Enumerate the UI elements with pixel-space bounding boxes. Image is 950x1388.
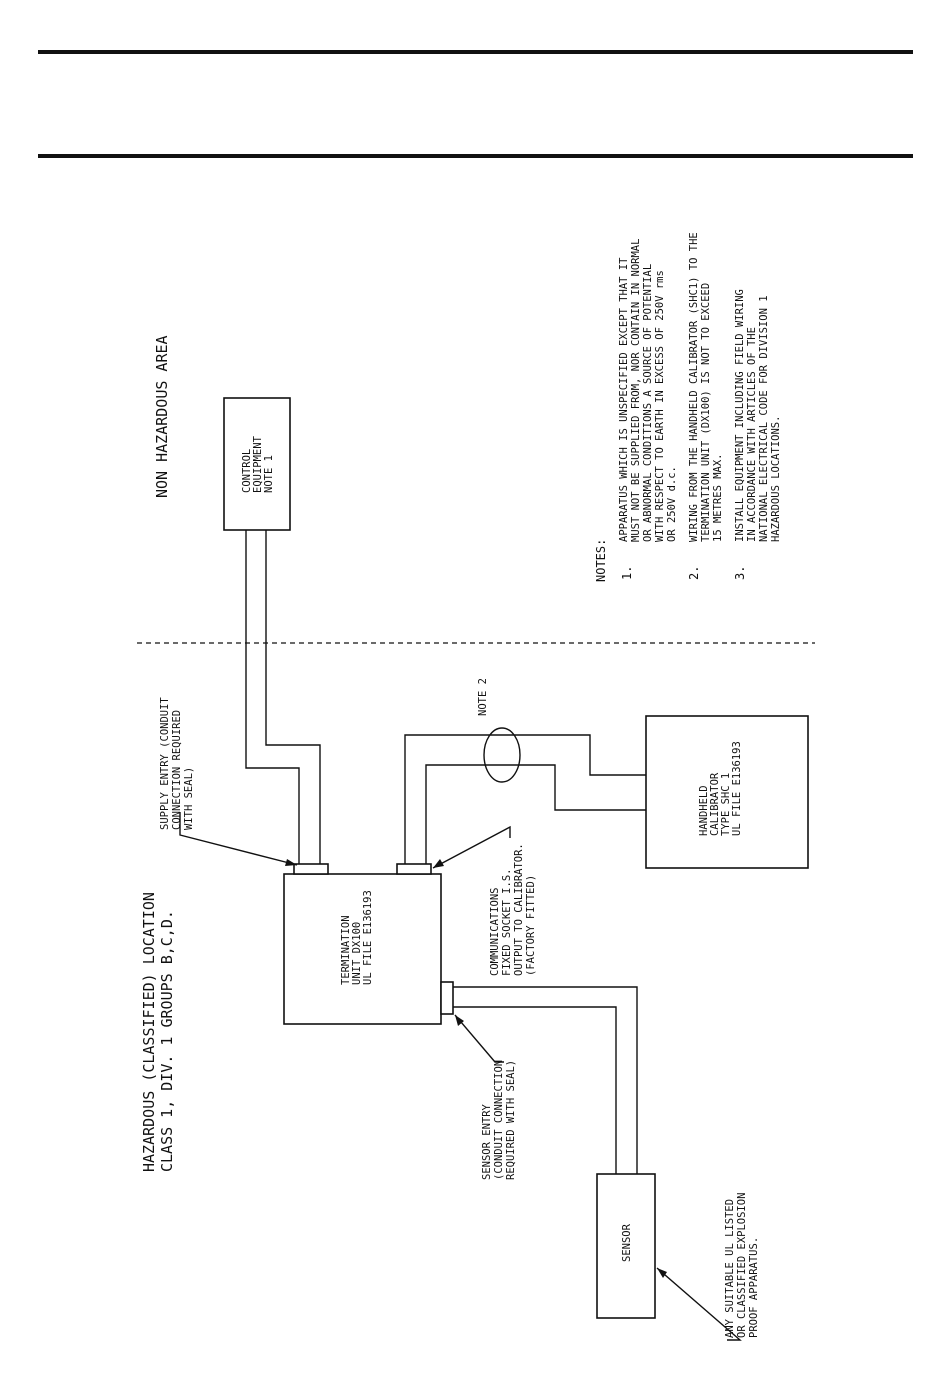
control-label-3: NOTE 1 [263, 455, 275, 493]
termination-label-1: TERMINATION [340, 915, 352, 985]
suitable-arrowhead [657, 1268, 667, 1278]
non-hazardous-label: NON HAZARDOUS AREA [153, 335, 171, 498]
termination-label-3: UL FILE E136193 [362, 890, 374, 985]
note-2-line-1: WIRING FROM THE HANDHELD CALIBRATOR (SHC… [688, 232, 700, 542]
hazardous-label-line1: HAZARDOUS (CLASSIFIED) LOCATION [140, 892, 158, 1172]
communications-label-4: (FACTORY FITTED) [525, 875, 537, 976]
supply-entry-gland [293, 863, 329, 875]
note-2-line-2: TERMINATION UNIT (DX100) IS NOT TO EXCEE… [700, 283, 712, 542]
termination-unit-box [283, 873, 442, 1025]
note-1-line-3: OR ABNORMAL CONDITIONS A SOURCE OF POTEN… [642, 264, 654, 542]
sensor-entry-arrowhead [455, 1015, 464, 1026]
calibrator-wire-b [425, 764, 646, 864]
note-3-line-4: HAZARDOUS LOCATIONS. [770, 416, 782, 542]
suitable-leader [656, 1267, 742, 1341]
note-2-line-3: 15 METRES MAX. [712, 453, 724, 542]
note-3-line-1: INSTALL EQUIPMENT INCLUDING FIELD WIRING [734, 289, 746, 542]
suitable-label-1: ANY SUITABLE UL LISTED [724, 1199, 736, 1338]
sensor-entry-leader [454, 1014, 504, 1063]
calibrator-wire-a [404, 734, 646, 864]
suitable-label-2: OR CLASSIFIED EXPLOSION [736, 1193, 748, 1338]
termination-label-2: UNIT DX100 [351, 922, 363, 985]
note-1-number: 1. [620, 566, 634, 580]
sensor-conduit-outer [453, 986, 638, 1174]
supply-entry-label-3: WITH SEAL) [183, 767, 195, 830]
supply-entry-leader [179, 812, 298, 866]
note-1-line-4: WITH RESPECT TO EARTH IN EXCESS OF 250V … [654, 270, 666, 542]
sensor-entry-label-1: SENSOR ENTRY [481, 1103, 493, 1180]
communications-label-2: FIXED SOCKET I.S. [501, 869, 513, 976]
note2-label: NOTE 2 [477, 678, 489, 716]
note-3-number: 3. [733, 566, 747, 580]
note-1-line-5: OR 250V d.c. [666, 466, 678, 542]
note-2-number: 2. [687, 566, 701, 580]
control-label-1: CONTROL [241, 449, 253, 493]
sensor-box [596, 1173, 656, 1319]
notes-heading: NOTES: [594, 539, 608, 582]
calibrator-label-1: HANDHELD [698, 785, 710, 836]
sensor-label: SENSOR [621, 1223, 633, 1262]
note2-wiring-ellipse [483, 727, 521, 783]
note-1-line-2: MUST NOT BE SUPPLIED FROM, NOR CONTAIN I… [630, 239, 642, 542]
sensor-conduit-inner [453, 1006, 617, 1174]
supply-conduit-outer [245, 530, 300, 864]
top-rule [38, 50, 913, 54]
handheld-calibrator-box [645, 715, 809, 869]
calibrator-label-3: TYPE SHC 1 [720, 773, 732, 836]
sensor-entry-label-3: REQUIRED WITH SEAL) [505, 1060, 517, 1180]
sensor-entry-label-2: (CONDUIT CONNECTION [493, 1060, 505, 1180]
communications-leader [432, 825, 511, 869]
communications-label-1: COMMUNICATIONS [489, 887, 501, 976]
control-equipment-box [223, 397, 291, 531]
supply-entry-label-2: CONNECTION REQUIRED [171, 710, 183, 830]
supply-conduit-inner [265, 530, 321, 864]
communications-arrowhead [433, 859, 444, 868]
supply-entry-label-1: SUPPLY ENTRY (CONDUIT [159, 697, 171, 830]
calibrator-label-2: CALIBRATOR [709, 772, 721, 836]
sensor-entry-gland [440, 981, 454, 1015]
note-3-line-2: IN ACCORDANCE WITH ARTICLES OF THE [746, 327, 758, 542]
note-3-line-3: NATIONAL ELECTRICAL CODE FOR DIVISION 1 [758, 295, 770, 542]
comms-socket-gland [396, 863, 432, 875]
note-1-line-1: APPARATUS WHICH IS UNSPECIFIED EXCEPT TH… [618, 257, 630, 542]
calibrator-label-4: UL FILE E136193 [731, 741, 743, 836]
control-label-2: EQUIPMENT [252, 435, 264, 493]
header-rule [38, 154, 913, 158]
supply-entry-arrowhead [285, 859, 297, 866]
communications-label-3: OUTPUT TO CALIBRATOR. [513, 843, 525, 976]
hazardous-label-line2: CLASS 1, DIV. 1 GROUPS B,C,D. [158, 910, 176, 1172]
suitable-label-3: PROOF APPARATUS. [748, 1237, 760, 1338]
